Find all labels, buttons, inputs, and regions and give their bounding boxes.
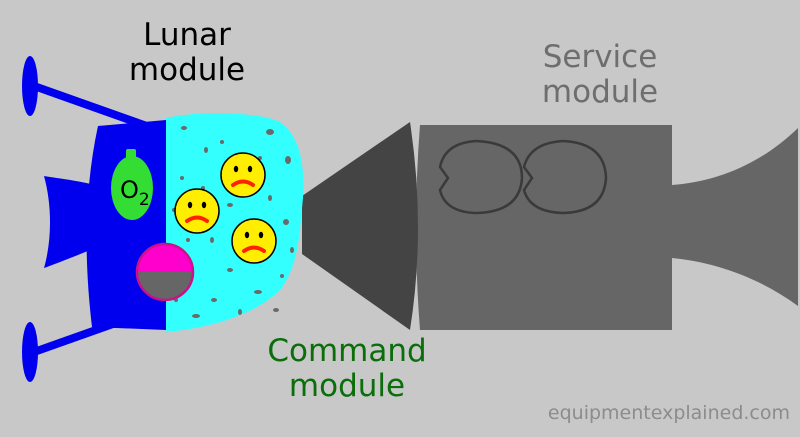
command-module-label-line-1: Command — [267, 333, 427, 369]
debris-speck — [192, 314, 200, 318]
docking-hatch-upper — [137, 244, 193, 272]
lunar-module-label: Lunar module — [112, 18, 262, 87]
debris-speck — [238, 309, 242, 315]
debris-speck — [211, 298, 217, 302]
command-module-label: Command module — [262, 334, 432, 403]
debris-speck — [204, 147, 208, 153]
debris-speck — [290, 247, 294, 253]
service-module-tank-left — [438, 139, 524, 215]
service-module-tank-right — [522, 139, 608, 215]
lunar-module-label-line-1: Lunar — [143, 17, 231, 53]
lunar-module-foot-upper — [22, 56, 38, 116]
svg-text:O2: O2 — [120, 176, 150, 210]
oxygen-tank-body — [111, 156, 153, 220]
debris-speck — [273, 308, 279, 312]
debris-speck — [285, 156, 291, 164]
debris-speck — [280, 274, 284, 278]
debris-speck — [268, 195, 272, 201]
debris-speck — [266, 129, 274, 135]
debris-speck — [254, 290, 262, 294]
docking-hatch-rim — [135, 242, 195, 302]
crew-members — [174, 152, 277, 264]
docking-hatch-lower — [137, 272, 193, 300]
crew-face — [231, 218, 277, 264]
docking-hatch — [135, 242, 195, 302]
command-module-label-line-2: module — [288, 367, 406, 404]
service-module-body — [416, 125, 672, 330]
debris-speck — [186, 238, 190, 242]
debris-speck — [227, 203, 233, 207]
oxygen-tank: O2 — [111, 149, 153, 220]
lunar-module-label-line-2: module — [128, 51, 246, 88]
debris-speck — [227, 268, 233, 272]
debris-speck — [181, 126, 187, 130]
service-module-label-line-1: Service — [542, 39, 658, 75]
oxygen-subscript: 2 — [139, 190, 150, 210]
command-module-cabin — [166, 113, 304, 332]
debris-speck — [180, 176, 184, 180]
service-module-engine-flare — [672, 128, 798, 306]
command-module-cone — [302, 122, 418, 330]
crew-face — [174, 188, 220, 234]
crew-face — [220, 152, 266, 198]
lunar-module-fin — [44, 176, 95, 268]
source-credit: equipmentexplained.com — [547, 402, 790, 424]
service-module-label-line-2: module — [541, 73, 659, 110]
debris-speck — [210, 237, 214, 243]
lunar-module-foot-lower — [22, 322, 38, 382]
oxygen-symbol: O — [120, 176, 139, 204]
debris-speck — [283, 219, 289, 225]
service-module-tanks — [438, 139, 608, 215]
debris-speck — [220, 140, 224, 144]
service-module-label: Service module — [520, 40, 680, 109]
